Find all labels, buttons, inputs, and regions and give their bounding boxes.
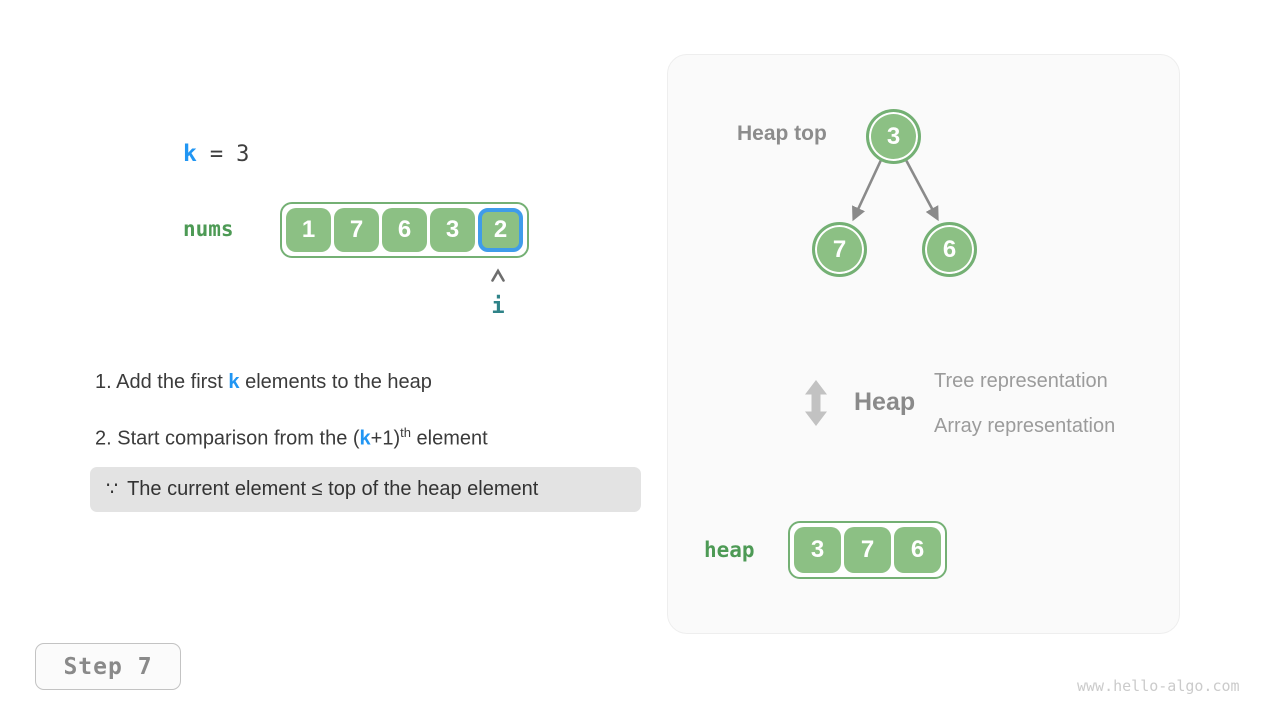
nums-cell: 6 [382,208,427,252]
k-equation: k = 3 [183,141,249,167]
tree-node-root: 3 [866,109,921,164]
ordinal-suffix: th [400,425,411,440]
heap-cell: 3 [794,527,841,573]
tree-representation-label: Tree representation [934,370,1108,392]
instruction-step-1: 1. Add the first k elements to the heap [95,371,432,394]
condition-note-text: The current element ≤ top of the heap el… [127,478,539,500]
heap-top-label: Heap top [737,122,827,145]
because-symbol: ∵ [106,479,119,500]
website-watermark: www.hello-algo.com [1077,677,1240,695]
nums-cell: 1 [286,208,331,252]
condition-note: ∵ The current element ≤ top of the heap … [90,467,641,512]
tree-node-right-child: 6 [922,222,977,277]
tree-edges [852,159,939,222]
heap-legend-title: Heap [854,388,916,416]
pointer-up-caret-icon [491,268,505,282]
k-variable: k [228,371,240,393]
heap-cell: 6 [894,527,941,573]
heap-array: 3 7 6 [788,521,947,579]
heap-cell: 7 [844,527,891,573]
nums-cell: 3 [430,208,475,252]
instruction-text: elements to the heap [239,371,432,393]
instruction-text: +1) [370,427,401,450]
step-indicator-button[interactable]: Step 7 [35,643,181,690]
nums-cell-highlighted: 2 [478,208,523,252]
array-representation-label: Array representation [934,415,1116,437]
tree-node-left-child: 7 [812,222,867,277]
k-value: 3 [236,142,250,167]
up-down-arrow-icon [805,380,827,426]
index-pointer-label: i [491,294,505,319]
nums-array: 1 7 6 3 2 [280,202,529,258]
heap-array-label: heap [704,538,755,562]
heap-visualization-panel: Heap top 3 7 6 Heap Tree representation … [667,54,1180,634]
nums-array-label: nums [183,217,234,241]
k-variable: k [359,427,371,450]
instruction-text: 2. Start comparison from the ( [95,427,360,450]
instruction-text: element [410,427,488,450]
k-variable: k [183,141,197,167]
instruction-text: 1. Add the first [95,371,229,393]
instruction-step-2: 2. Start comparison from the (k+1)th ele… [95,425,488,451]
equals-sign: = [209,142,224,167]
nums-cell: 7 [334,208,379,252]
